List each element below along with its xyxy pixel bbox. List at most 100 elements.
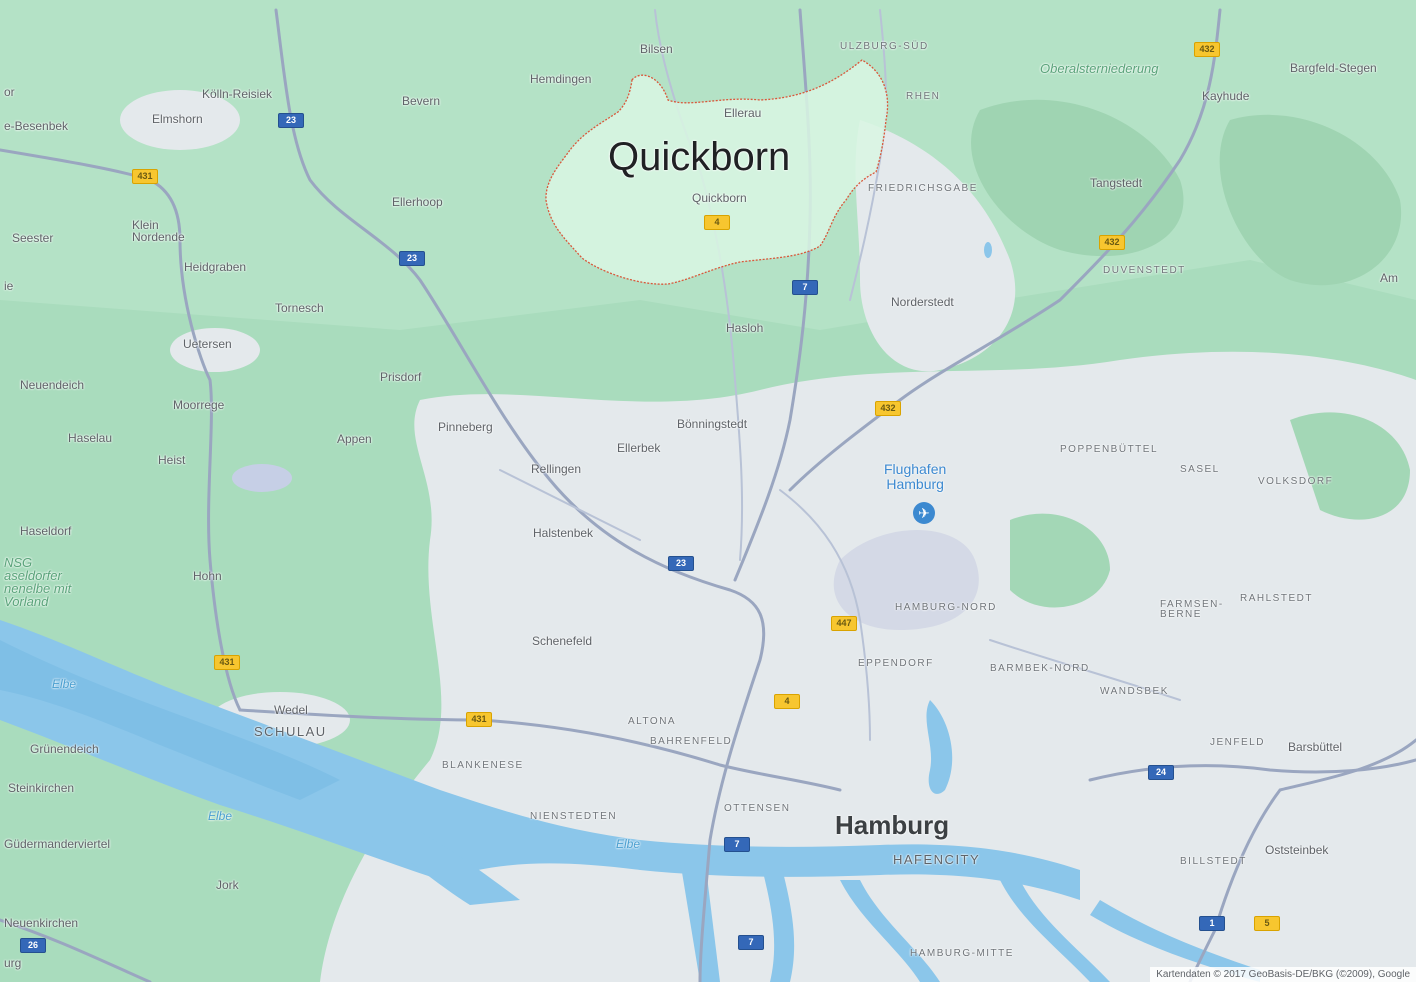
place-label-hasloh: Hasloh bbox=[726, 321, 764, 335]
place-label-barmbek: BARMBEK-NORD bbox=[990, 663, 1090, 674]
place-label-nienstedten: NIENSTEDTEN bbox=[530, 811, 618, 822]
road-shield-s-1: 1 bbox=[1199, 916, 1225, 931]
place-label-ellerau: Ellerau bbox=[724, 106, 762, 120]
place-label-henn: RHEN bbox=[906, 91, 941, 102]
place-label-oststeinbek: Oststeinbek bbox=[1265, 843, 1329, 857]
place-label-sasel: SASEL bbox=[1180, 464, 1220, 475]
place-label-tornesch: Tornesch bbox=[275, 301, 324, 315]
place-label-friedrichsgabe: FRIEDRICHSGABE bbox=[868, 183, 978, 194]
place-label-jenfeld: JENFELD bbox=[1210, 737, 1265, 748]
place-label-pinneberg: Pinneberg bbox=[438, 420, 493, 434]
place-label-elbe1: Elbe bbox=[52, 677, 77, 691]
road-shield-s-7-a: 7 bbox=[792, 280, 818, 295]
road-shield-s-431-a: 431 bbox=[132, 169, 158, 184]
place-label-hamburg: Hamburg bbox=[835, 810, 950, 840]
place-label-haseldorf: Haseldorf bbox=[20, 524, 72, 538]
place-label-wedel: Wedel bbox=[274, 703, 308, 717]
place-label-haselau: Haselau bbox=[68, 431, 113, 445]
airplane-icon[interactable]: ✈ bbox=[913, 502, 935, 524]
road-shield-s-5: 5 bbox=[1254, 916, 1280, 931]
place-label-tangstedt: Tangstedt bbox=[1090, 176, 1143, 190]
place-label-wandsbek: WANDSBEK bbox=[1100, 686, 1169, 697]
place-label-bargfeld: Bargfeld-Stegen bbox=[1290, 61, 1377, 75]
road-shield-s-431-b: 431 bbox=[214, 655, 240, 670]
road-shield-s-432-top: 432 bbox=[1194, 42, 1220, 57]
place-label-norderstedt: Norderstedt bbox=[891, 295, 954, 309]
place-label-boenningstedt: Bönningstedt bbox=[677, 417, 748, 431]
place-label-neuendeich: Neuendeich bbox=[20, 378, 85, 392]
place-label-schulau: SCHULAU bbox=[254, 724, 327, 739]
road-shield-s-7-c: 7 bbox=[738, 935, 764, 950]
place-label-nsg: NSG aseldorfer nenelbe mit Vorland bbox=[4, 555, 72, 609]
place-label-duvenstedt: DUVENSTEDT bbox=[1103, 265, 1186, 276]
road-shield-s-431-c: 431 bbox=[466, 712, 492, 727]
place-label-ellerbek: Ellerbek bbox=[617, 441, 661, 455]
road-shield-s-23-b: 23 bbox=[399, 251, 425, 266]
road-shield-s-447: 447 bbox=[831, 616, 857, 631]
place-label-uetersen: Uetersen bbox=[183, 337, 232, 351]
place-label-appen: Appen bbox=[337, 432, 372, 446]
place-label-quickborn-small: Quickborn bbox=[692, 191, 747, 205]
place-label-elmshorn: Elmshorn bbox=[152, 112, 203, 126]
road-shield-s-23-c: 23 bbox=[668, 556, 694, 571]
place-label-altona: ALTONA bbox=[628, 716, 677, 727]
airport-name: Flughafen Hamburg bbox=[884, 461, 947, 493]
place-label-hamburg-nord: HAMBURG-NORD bbox=[895, 602, 997, 613]
place-label-hafencity: HAFENCITY bbox=[893, 852, 981, 867]
place-label-elbe3: Elbe bbox=[616, 837, 641, 851]
road-shield-s-7-b: 7 bbox=[724, 837, 750, 852]
place-label-or: or bbox=[4, 85, 15, 99]
place-label-am: Am bbox=[1380, 271, 1398, 285]
road-shield-s-24-a: 24 bbox=[1148, 765, 1174, 780]
place-label-schenefeld: Schenefeld bbox=[532, 634, 593, 648]
place-label-ellerhoop: Ellerhoop bbox=[392, 195, 443, 209]
road-shield-s-432-c: 432 bbox=[875, 401, 901, 416]
road-shield-s-23-a: 23 bbox=[278, 113, 304, 128]
place-label-seester: Seester bbox=[12, 231, 54, 245]
place-label-klein-nordende: Klein Nordende bbox=[132, 218, 185, 244]
place-label-farmsen: FARMSEN- BERNE bbox=[1160, 599, 1224, 620]
place-label-hohn: Hohn bbox=[193, 569, 222, 583]
airport-label[interactable]: Flughafen Hamburg bbox=[884, 461, 947, 493]
place-label-kayhude: Kayhude bbox=[1202, 89, 1250, 103]
road-shield-s-432-b: 432 bbox=[1099, 235, 1125, 250]
place-label-moorrege: Moorrege bbox=[173, 398, 225, 412]
place-label-prisdorf: Prisdorf bbox=[380, 370, 422, 384]
place-label-bevern: Bevern bbox=[402, 94, 441, 108]
place-label-elbe2: Elbe bbox=[208, 809, 233, 823]
place-label-eppendorf: EPPENDORF bbox=[858, 658, 934, 669]
place-label-rahlstedt: RAHLSTEDT bbox=[1240, 593, 1313, 604]
place-label-billstedt: BILLSTEDT bbox=[1180, 856, 1247, 867]
map-attribution: Kartendaten © 2017 GeoBasis-DE/BKG (©200… bbox=[1150, 967, 1416, 982]
place-label-blankenese: BLANKENESE bbox=[442, 760, 524, 771]
place-label-burg: urg bbox=[4, 956, 22, 970]
place-label-oberalster: Oberalsterniederung bbox=[1040, 61, 1159, 76]
place-label-ottensen: OTTENSEN bbox=[724, 803, 791, 814]
place-label-jork: Jork bbox=[216, 878, 239, 892]
place-label-hamburg-mitte: HAMBURG-MITTE bbox=[910, 948, 1014, 959]
road-shield-s-4-b: 4 bbox=[774, 694, 800, 709]
place-label-neuenkirchen: Neuenkirchen bbox=[4, 916, 79, 930]
place-label-heidgraben: Heidgraben bbox=[184, 260, 247, 274]
place-label-rellingen: Rellingen bbox=[531, 462, 582, 476]
place-label-halstenbek: Halstenbek bbox=[533, 526, 594, 540]
place-label-ie: ie bbox=[4, 279, 14, 293]
place-label-hemdingen: Hemdingen bbox=[530, 72, 592, 86]
place-label-poppenbuettel: POPPENBÜTTEL bbox=[1060, 444, 1159, 455]
road-shield-s-4-a: 4 bbox=[704, 215, 730, 230]
place-label-quickborn-big: Quickborn bbox=[608, 135, 791, 179]
place-label-bilsen: Bilsen bbox=[640, 42, 673, 56]
place-label-bahrenfeld: BAHRENFELD bbox=[650, 736, 733, 747]
road-shield-s-26: 26 bbox=[20, 938, 46, 953]
place-label-koelln: Kölln-Reisiek bbox=[202, 87, 273, 101]
place-label-ulzburg-sued: ULZBURG-SÜD bbox=[840, 41, 929, 52]
place-label-volksdorf: VOLKSDORF bbox=[1258, 476, 1334, 487]
place-label-guedermann: Güdermanderviertel bbox=[4, 837, 111, 851]
place-label-gruenendeich: Grünendeich bbox=[30, 742, 99, 756]
place-label-steinkirchen: Steinkirchen bbox=[8, 781, 75, 795]
place-label-besenbek: e-Besenbek bbox=[4, 119, 69, 133]
place-label-heist: Heist bbox=[158, 453, 186, 467]
place-label-barsbuettel: Barsbüttel bbox=[1288, 740, 1343, 754]
